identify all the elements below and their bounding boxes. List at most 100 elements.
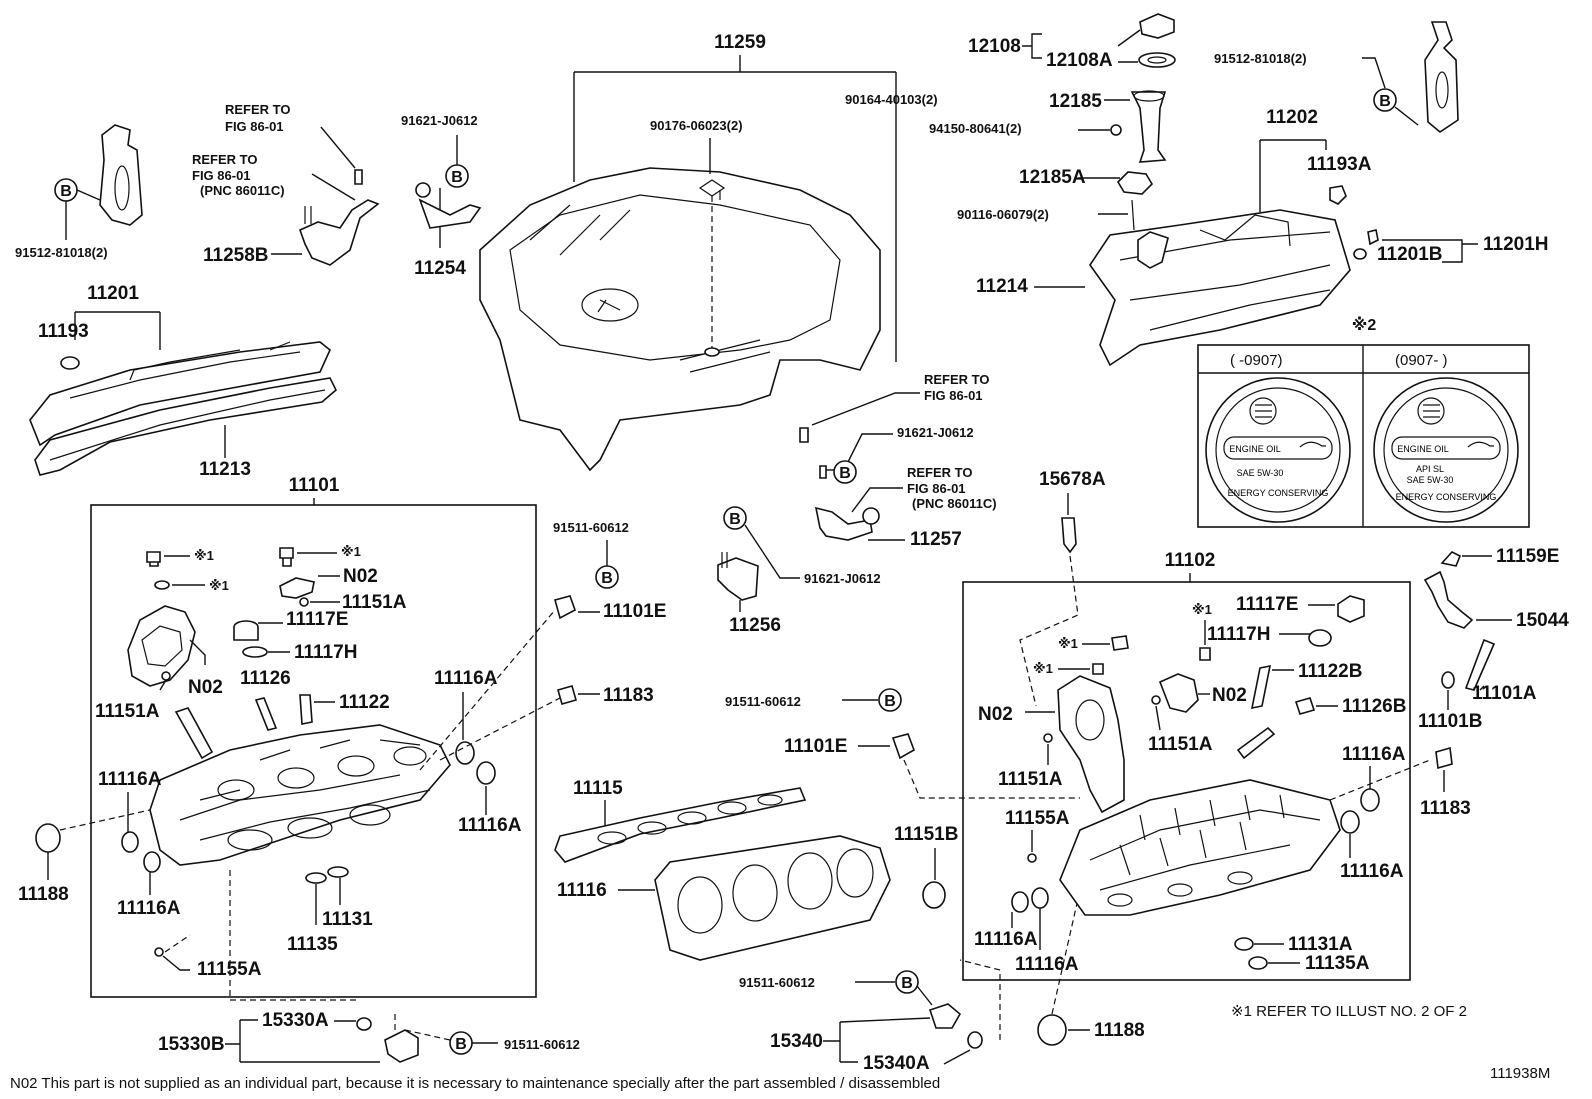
plug-icon [476,761,496,785]
label-11214: 11214 [976,276,1028,297]
cap-n02-icon [1158,673,1199,713]
label-11151a-2: 11151A [95,701,160,722]
circle-b-icon [723,506,747,530]
label-15678a: 15678A [1039,469,1106,490]
svg-text:B: B [451,169,463,186]
seal-11151b-icon [922,881,946,909]
sensor-11101e-icon [554,595,576,620]
oil-pipe-15044-icon [1423,570,1474,629]
label-12185a: 12185A [1019,167,1086,188]
engine-cover-illustration [479,167,881,472]
tube-icon [1236,726,1276,760]
plug-11188-icon [1037,1014,1067,1046]
label-91511-a: 91511-60612 [553,520,629,535]
label-n02-a: N02 [343,566,378,587]
label-94150: 94150-80641(2) [929,121,1022,136]
label-n02-c: N02 [1212,685,1247,706]
tube-icon [174,707,214,760]
plug-icon [455,741,475,765]
note-star1-c: ※1 [341,544,361,559]
label-refer4: REFER TO [907,465,973,480]
label-15044: 15044 [1516,610,1569,631]
note-refer-illust: ※1 REFER TO ILLUST NO. 2 OF 2 [1231,1003,1467,1020]
label-refer4b: FIG 86-01 [907,481,966,496]
svg-text:B: B [455,1036,467,1053]
label-15330a: 15330A [262,1010,329,1031]
svg-text:B: B [60,183,72,200]
plug-icon [121,831,139,853]
label-11116a-2: 11116A [458,815,522,836]
label-11101: 11101 [289,475,340,496]
note-star1-b: ※1 [209,578,229,593]
svg-text:API SL: API SL [1416,464,1444,474]
bolt-icon [1440,551,1462,567]
note-star1-f: ※1 [1033,661,1053,676]
label-90164: 90164-40103(2) [845,92,938,107]
inset-right-header: (0907- ) [1395,352,1448,369]
cylinder-head-left-box [90,504,537,998]
label-11254: 11254 [414,258,466,279]
label-refer2: REFER TO [192,152,258,167]
nut-icon [1110,124,1122,136]
bolt-icon [146,551,161,567]
figure-number: 111938M [1490,1065,1550,1082]
svg-text:B: B [1379,93,1391,110]
plug-icon [1031,887,1049,909]
label-11131a: 11131A [1288,934,1353,955]
svg-text:SAE 5W-30: SAE 5W-30 [1237,468,1284,478]
washer-icon [1441,671,1455,689]
plug-11183-icon [1435,746,1453,770]
seal-11131-icon [327,866,349,878]
valve-cover-left-icon [29,341,331,447]
oil-cap-new-icon: ENGINE OIL API SL SAE 5W-30 ENERGY CONSE… [1373,377,1519,523]
label-91511-b: 91511-60612 [504,1037,580,1052]
label-91512-a: 91512-81018(2) [15,245,108,260]
label-11117h-r: 11117H [1207,624,1270,645]
cylinder-head-right-box [962,581,1411,981]
cylinder-head-left-icon [149,724,451,866]
cylinder-head-right-icon [1059,779,1341,916]
label-11101b: 11101B [1418,711,1482,732]
plug-icon [1011,891,1029,913]
label-15340: 15340 [770,1031,823,1052]
label-11201: 11201 [87,283,139,304]
oil-filler-cap-icon [1139,13,1175,39]
svg-text:B: B [729,511,741,528]
pin-11126b-icon [1294,697,1316,715]
oring-11117h-icon [242,646,268,658]
label-refer3b: FIG 86-01 [924,388,983,403]
seal-11131a-icon [1234,937,1254,951]
label-refer3: REFER TO [924,372,990,387]
label-11101a: 11101A [1472,683,1537,704]
label-11155a-r: 11155A [1005,808,1070,829]
plug-icon [1340,810,1360,834]
label-11202: 11202 [1266,107,1318,128]
bracket-11258b-icon [298,199,380,266]
oring-11117h-icon [1308,629,1332,647]
label-11101e-m: 11101E [784,736,847,757]
label-refer2b: FIG 86-01 [192,168,251,183]
note-star1-a: ※1 [194,548,214,563]
label-11201b: 11201B [1377,244,1443,265]
label-11101e-l: 11101E [603,601,666,622]
label-91512-b: 91512-81018(2) [1214,51,1307,66]
label-n02-d: N02 [978,704,1013,725]
circle-b-icon [1373,88,1397,112]
label-11116: 11116 [557,880,607,901]
label-12185: 12185 [1049,91,1102,112]
label-11151a-3: 11151A [1148,734,1213,755]
label-11183-l: 11183 [603,685,654,706]
note-star1-d: ※1 [1192,602,1212,617]
label-11116a-8: 11116A [1015,954,1079,975]
label-11126b: 11126B [1342,696,1406,717]
engine-hanger-left-icon [99,124,143,226]
label-11116a-4: 11116A [117,898,181,919]
label-91511-d: 91511-60612 [739,975,815,990]
label-refer4c: (PNC 86011C) [912,496,997,511]
svg-text:ENGINE OIL: ENGINE OIL [1229,444,1281,454]
svg-text:ENGINE OIL: ENGINE OIL [1397,444,1449,454]
label-11102: 11102 [1165,550,1216,571]
plug-11117e-icon [1337,595,1365,623]
label-11213: 11213 [199,459,251,480]
pin-11126-icon [254,697,278,731]
